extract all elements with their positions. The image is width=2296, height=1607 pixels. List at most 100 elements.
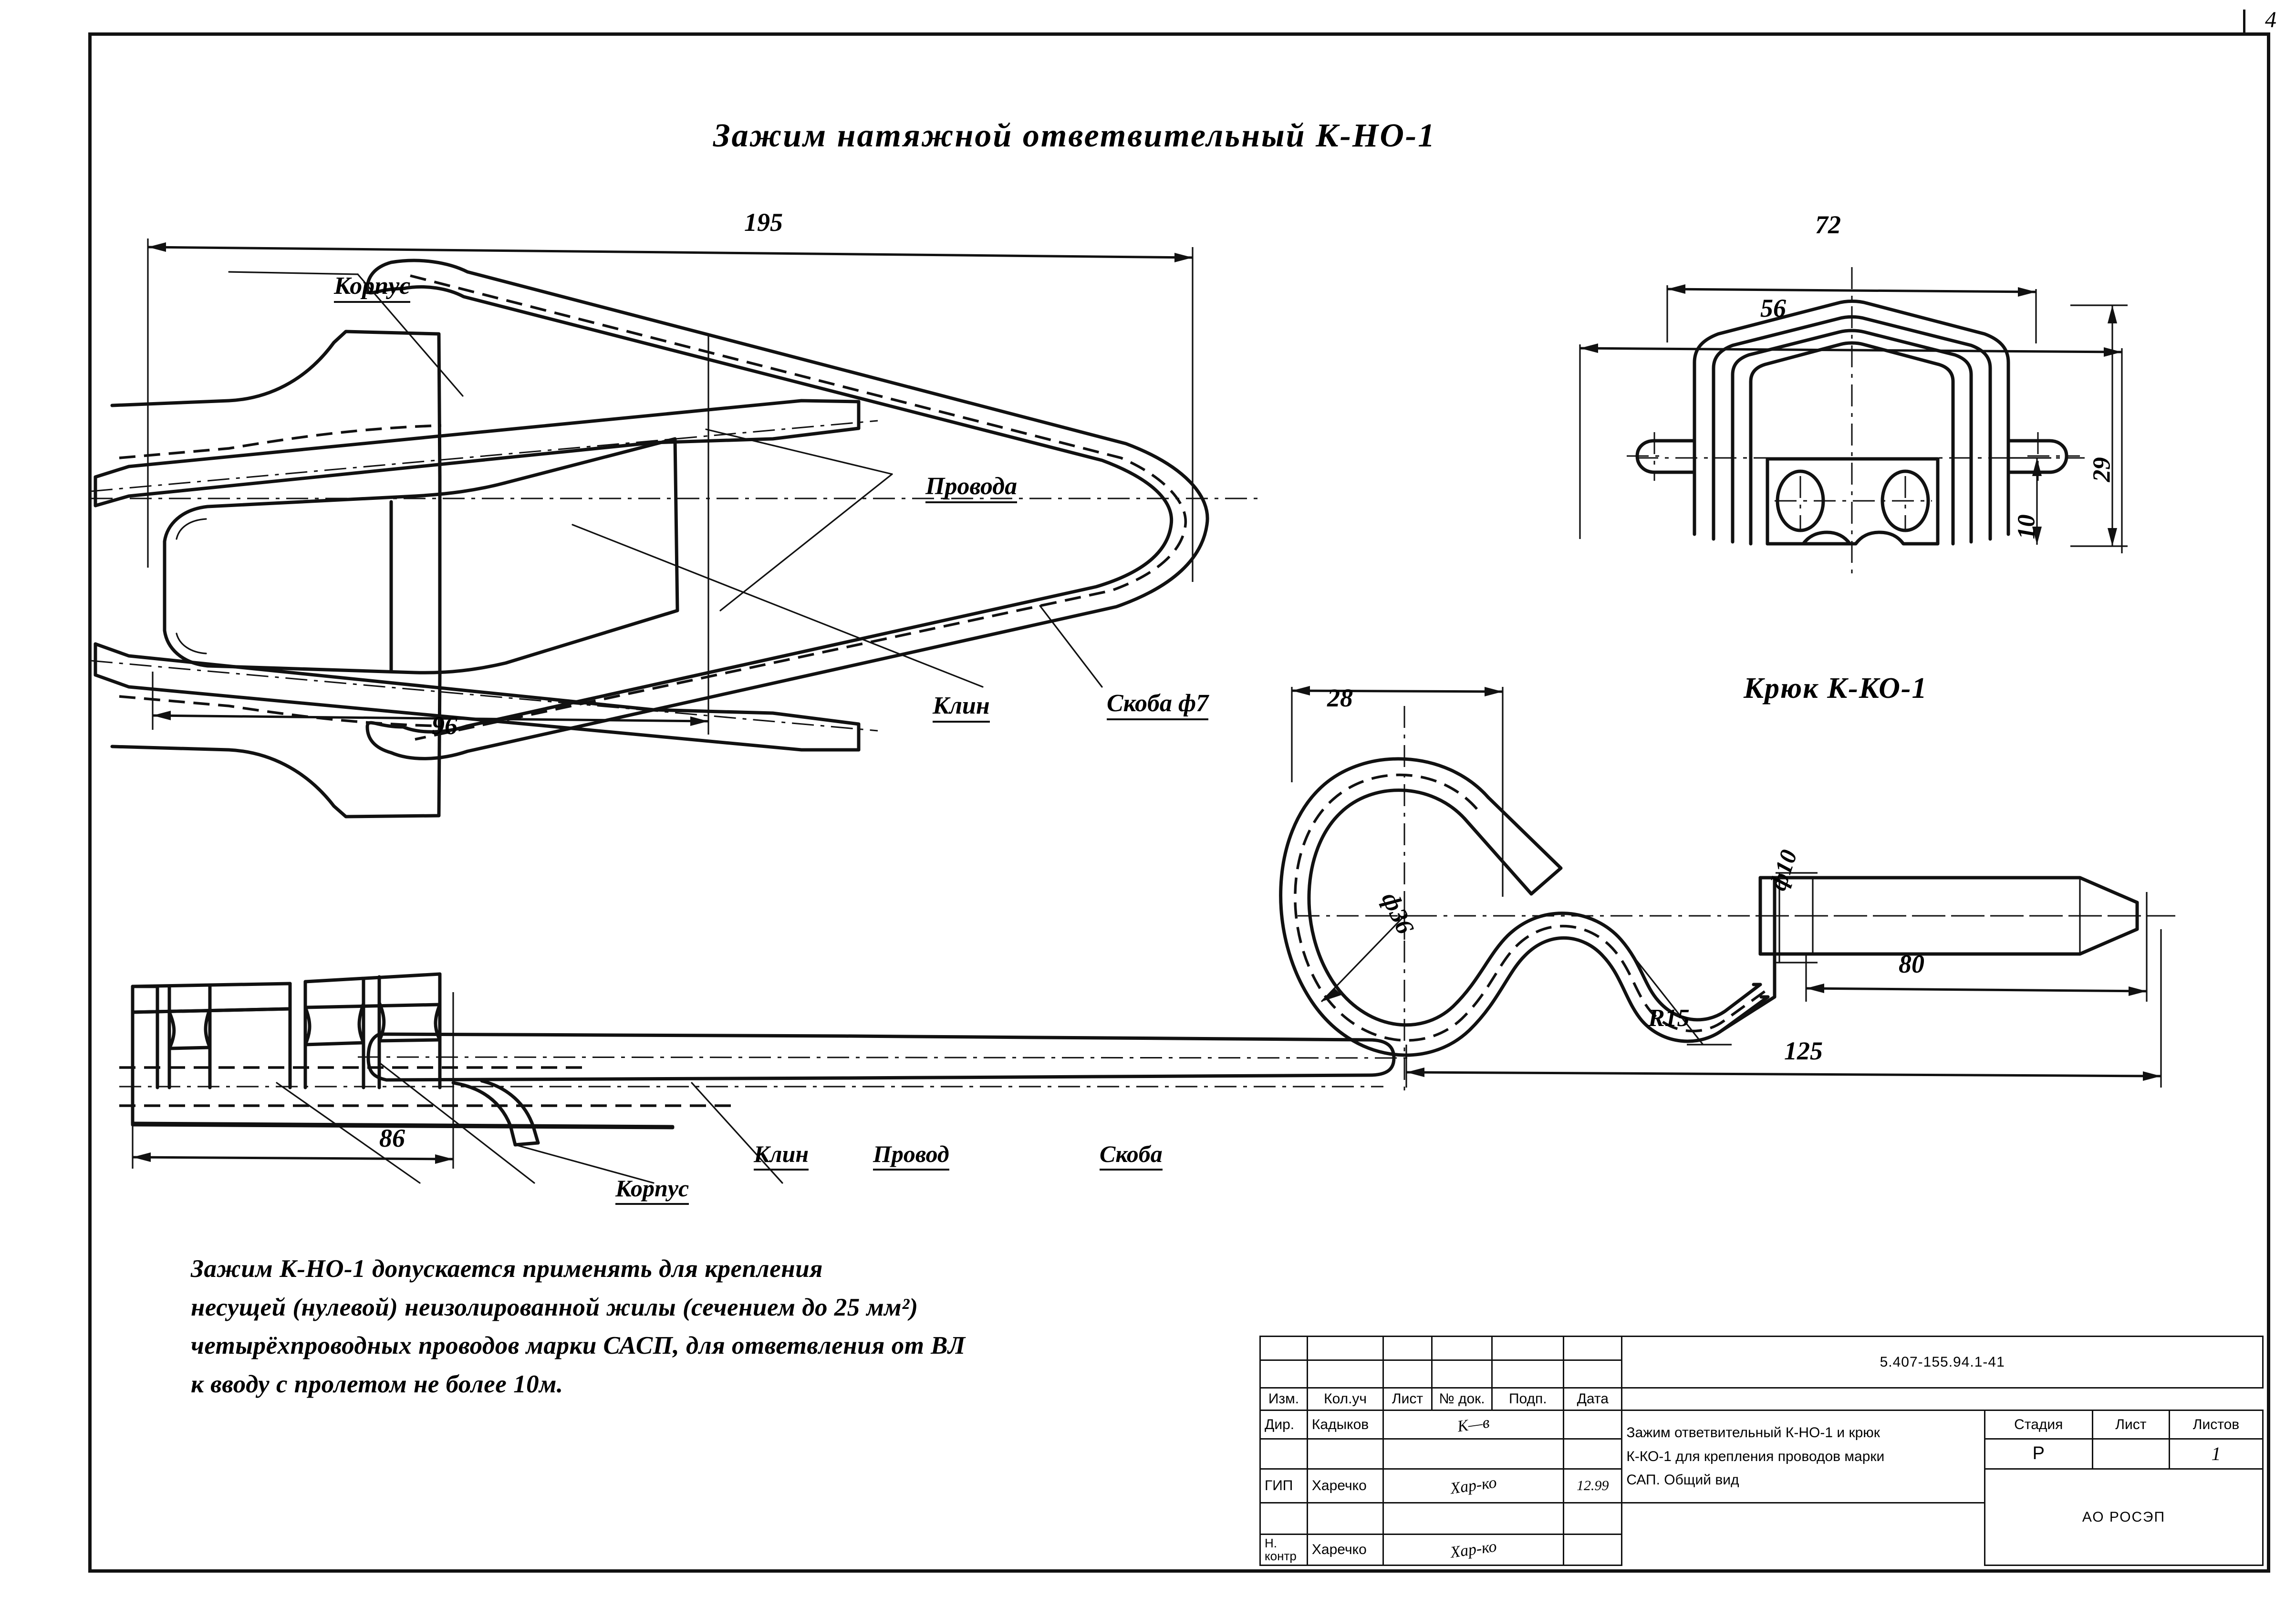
side-view-drawing bbox=[119, 944, 1408, 1195]
header-podp: Подп. bbox=[1491, 1387, 1565, 1411]
radius-15-leader bbox=[1631, 954, 1732, 1046]
side-dim-86: 86 bbox=[379, 1124, 405, 1152]
name-empty-1 bbox=[1306, 1438, 1384, 1470]
leaders-plan bbox=[228, 271, 1103, 688]
plan-label-korpus: Корпус bbox=[334, 272, 411, 303]
sign-empty-2 bbox=[1382, 1502, 1565, 1535]
end-dim-10: 10 bbox=[2013, 514, 2040, 539]
dimension-195 bbox=[147, 238, 1194, 582]
rev-cell-r1c2 bbox=[1306, 1336, 1384, 1361]
hook-view-drawing bbox=[1240, 668, 2185, 1109]
rev-cell-r1c1 bbox=[1259, 1336, 1308, 1361]
header-data: Дата bbox=[1563, 1387, 1623, 1411]
notes-block: Зажим К-НО-1 допускается применять для к… bbox=[191, 1250, 1216, 1403]
organization-name: АО РОСЭП bbox=[1984, 1468, 2264, 1566]
drawing-name-line-3: САП. Общий вид bbox=[1626, 1472, 1739, 1488]
date-empty-1 bbox=[1563, 1438, 1623, 1470]
end-view-drawing bbox=[1550, 191, 2147, 589]
role-nkontr: Н. контр bbox=[1259, 1534, 1308, 1566]
note-line-1: Зажим К-НО-1 допускается применять для к… bbox=[191, 1255, 823, 1283]
side-label-provod: Провод bbox=[873, 1140, 949, 1171]
dimension-86 bbox=[132, 992, 454, 1169]
plan-label-skoba: Скоба ф7 bbox=[1107, 689, 1209, 720]
sign-dir-cell: К—в bbox=[1382, 1409, 1565, 1440]
body-block-end bbox=[1766, 457, 1940, 546]
header-list: Лист bbox=[1382, 1387, 1433, 1411]
wedge bbox=[163, 437, 679, 674]
hook-dim-r15: R15 bbox=[1648, 1005, 1690, 1032]
plan-label-klin: Клин bbox=[933, 692, 990, 723]
name-gip: Харечко bbox=[1306, 1468, 1384, 1503]
end-dim-72: 72 bbox=[1815, 210, 1841, 239]
sheet-border bbox=[88, 32, 2270, 1573]
rev-cell-r2c2 bbox=[1306, 1359, 1384, 1389]
title-block: 5.407-155.94.1-41 Изм. Кол.уч Лист № док bbox=[1259, 1336, 2264, 1566]
note-line-2: несущей (нулевой) неизолированной жилы (… bbox=[191, 1293, 918, 1321]
name-nkontr: Харечко bbox=[1306, 1534, 1384, 1566]
corner-tick bbox=[2243, 10, 2245, 34]
note-line-3: четырёхпроводных проводов марки САСП, дл… bbox=[191, 1332, 966, 1360]
hook-dim-80: 80 bbox=[1899, 950, 1924, 978]
signature-dir: К—в bbox=[1456, 1413, 1491, 1436]
plan-label-provoda: Провода bbox=[925, 472, 1018, 503]
drawing-name-cell: Зажим ответвительный К-НО-1 и крюк К-КО-… bbox=[1621, 1409, 1985, 1503]
dimension-56 bbox=[1666, 284, 2037, 343]
bracket-rod-side bbox=[357, 1032, 1408, 1082]
rev-cell-r2c4 bbox=[1431, 1359, 1493, 1389]
side-label-skoba: Скоба bbox=[1100, 1140, 1163, 1171]
dimension-96 bbox=[152, 334, 709, 735]
clamp-body-side bbox=[131, 972, 675, 1130]
signature-gip: Хар-ко bbox=[1449, 1473, 1498, 1498]
rev-cell-r1c5 bbox=[1491, 1336, 1565, 1361]
diameter-36-leader bbox=[1320, 892, 1443, 1003]
name-dir: Кадыков bbox=[1306, 1409, 1384, 1440]
header-list2: Лист bbox=[2091, 1409, 2171, 1440]
side-label-korpus: Корпус bbox=[615, 1174, 689, 1205]
header-ndok: № док. bbox=[1431, 1387, 1493, 1411]
hook-shank bbox=[1720, 876, 2175, 1032]
date-empty-2 bbox=[1563, 1502, 1623, 1535]
header-listov: Листов bbox=[2169, 1409, 2264, 1440]
role-empty-1 bbox=[1259, 1438, 1308, 1470]
drawing-name-line-2: К-КО-1 для крепления проводов марки bbox=[1626, 1448, 1885, 1464]
hook-view-title: Крюк К-КО-1 bbox=[1744, 672, 1928, 705]
sign-nkontr-cell: Хар-ко bbox=[1382, 1534, 1565, 1566]
date-nkontr bbox=[1563, 1534, 1623, 1566]
leaders-side bbox=[276, 1063, 783, 1184]
sign-gip-cell: Хар-ко bbox=[1382, 1468, 1565, 1503]
bracket-nested-profiles bbox=[1693, 300, 2010, 546]
rev-cell-r2c5 bbox=[1491, 1359, 1565, 1389]
hook-c-profile bbox=[1279, 757, 1770, 1057]
plan-dim-195: 195 bbox=[744, 208, 783, 237]
header-izm: Изм. bbox=[1259, 1387, 1308, 1411]
bracket-loop bbox=[365, 259, 1209, 760]
note-line-4: к вводу с пролетом не более 10м. bbox=[191, 1370, 563, 1398]
rev-cell-r2c6 bbox=[1563, 1359, 1623, 1389]
header-koluch: Кол.уч bbox=[1306, 1387, 1384, 1411]
dimension-10 bbox=[2008, 457, 2051, 545]
diameter-10-leader bbox=[1776, 872, 1818, 964]
name-empty-2 bbox=[1306, 1502, 1384, 1535]
side-label-klin: Клин bbox=[754, 1140, 809, 1171]
wire-bundle-top bbox=[90, 399, 878, 508]
date-gip: 12.99 bbox=[1563, 1468, 1623, 1503]
plan-dim-96: 96 bbox=[432, 711, 457, 740]
sign-empty-1 bbox=[1382, 1438, 1565, 1470]
dimension-80 bbox=[1805, 892, 2148, 1002]
dimension-125 bbox=[1405, 929, 2162, 1088]
date-dir bbox=[1563, 1409, 1623, 1440]
hook-dim-28: 28 bbox=[1327, 684, 1353, 712]
drawing-name-line-1: Зажим ответвительный К-НО-1 и крюк bbox=[1626, 1425, 1880, 1441]
wire-bundle-bottom bbox=[90, 642, 878, 752]
signature-nkontr: Хар-ко bbox=[1449, 1537, 1498, 1562]
rev-cell-r2c3 bbox=[1382, 1359, 1433, 1389]
rev-cell-r1c4 bbox=[1431, 1336, 1493, 1361]
role-empty-2 bbox=[1259, 1502, 1308, 1535]
header-stadia: Стадия bbox=[1984, 1409, 2093, 1440]
role-gip: ГИП bbox=[1259, 1468, 1308, 1503]
corner-mark-label: 4 bbox=[2265, 7, 2276, 32]
rev-cell-r2c1 bbox=[1259, 1359, 1308, 1389]
clamp-body bbox=[110, 330, 442, 819]
dimension-29 bbox=[2070, 304, 2128, 547]
